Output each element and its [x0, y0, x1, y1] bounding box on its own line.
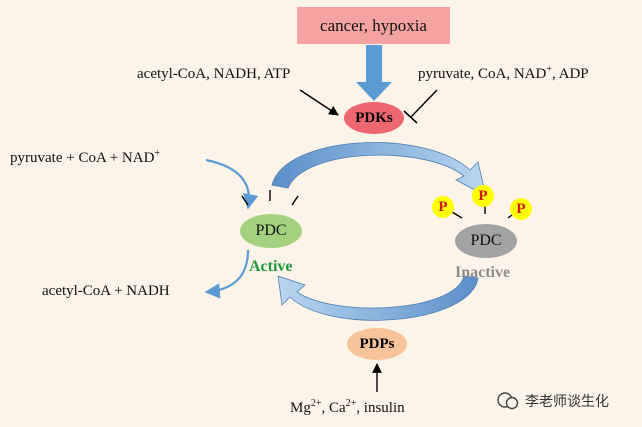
watermark-text: 李老师谈生化 [525, 394, 609, 410]
trigger-box: cancer, hypoxia [297, 7, 450, 44]
pdks-node: PDKs [344, 102, 404, 134]
pdc-inactive-node: PDC [455, 224, 517, 258]
substrates-label: pyruvate + CoA + NAD+ [10, 148, 161, 166]
watermark: 李老师谈生化 [525, 391, 609, 411]
trigger-down-arrow [356, 45, 392, 101]
inhibitor-tbar [403, 89, 438, 124]
phosphorylation-cycle-arrow [271, 142, 487, 197]
pdc-active-node: PDC [240, 214, 302, 248]
cofactors-label: Mg2+, Ca2+, insulin [290, 398, 405, 416]
dephosphorylation-cycle-arrow [277, 275, 479, 321]
products-label: acetyl-CoA + NADH [42, 283, 170, 299]
activators-label: acetyl-CoA, NADH, ATP [137, 66, 291, 82]
wechat-icon [497, 392, 519, 410]
substrate-curve-arrow [205, 158, 259, 210]
pdps-node: PDPs [347, 328, 407, 360]
activator-arrow [299, 89, 339, 116]
pdc-active-ticks [241, 190, 299, 206]
active-state-label: Active [249, 258, 293, 275]
phosphate-badge: P [510, 198, 532, 220]
phosphate-badge: P [432, 196, 454, 218]
product-curve-arrow [204, 249, 250, 299]
inactive-state-label: Inactive [455, 264, 511, 281]
phosphate-badge: P [472, 185, 494, 207]
inhibitors-label: pyruvate, CoA, NAD+, ADP [418, 64, 589, 82]
